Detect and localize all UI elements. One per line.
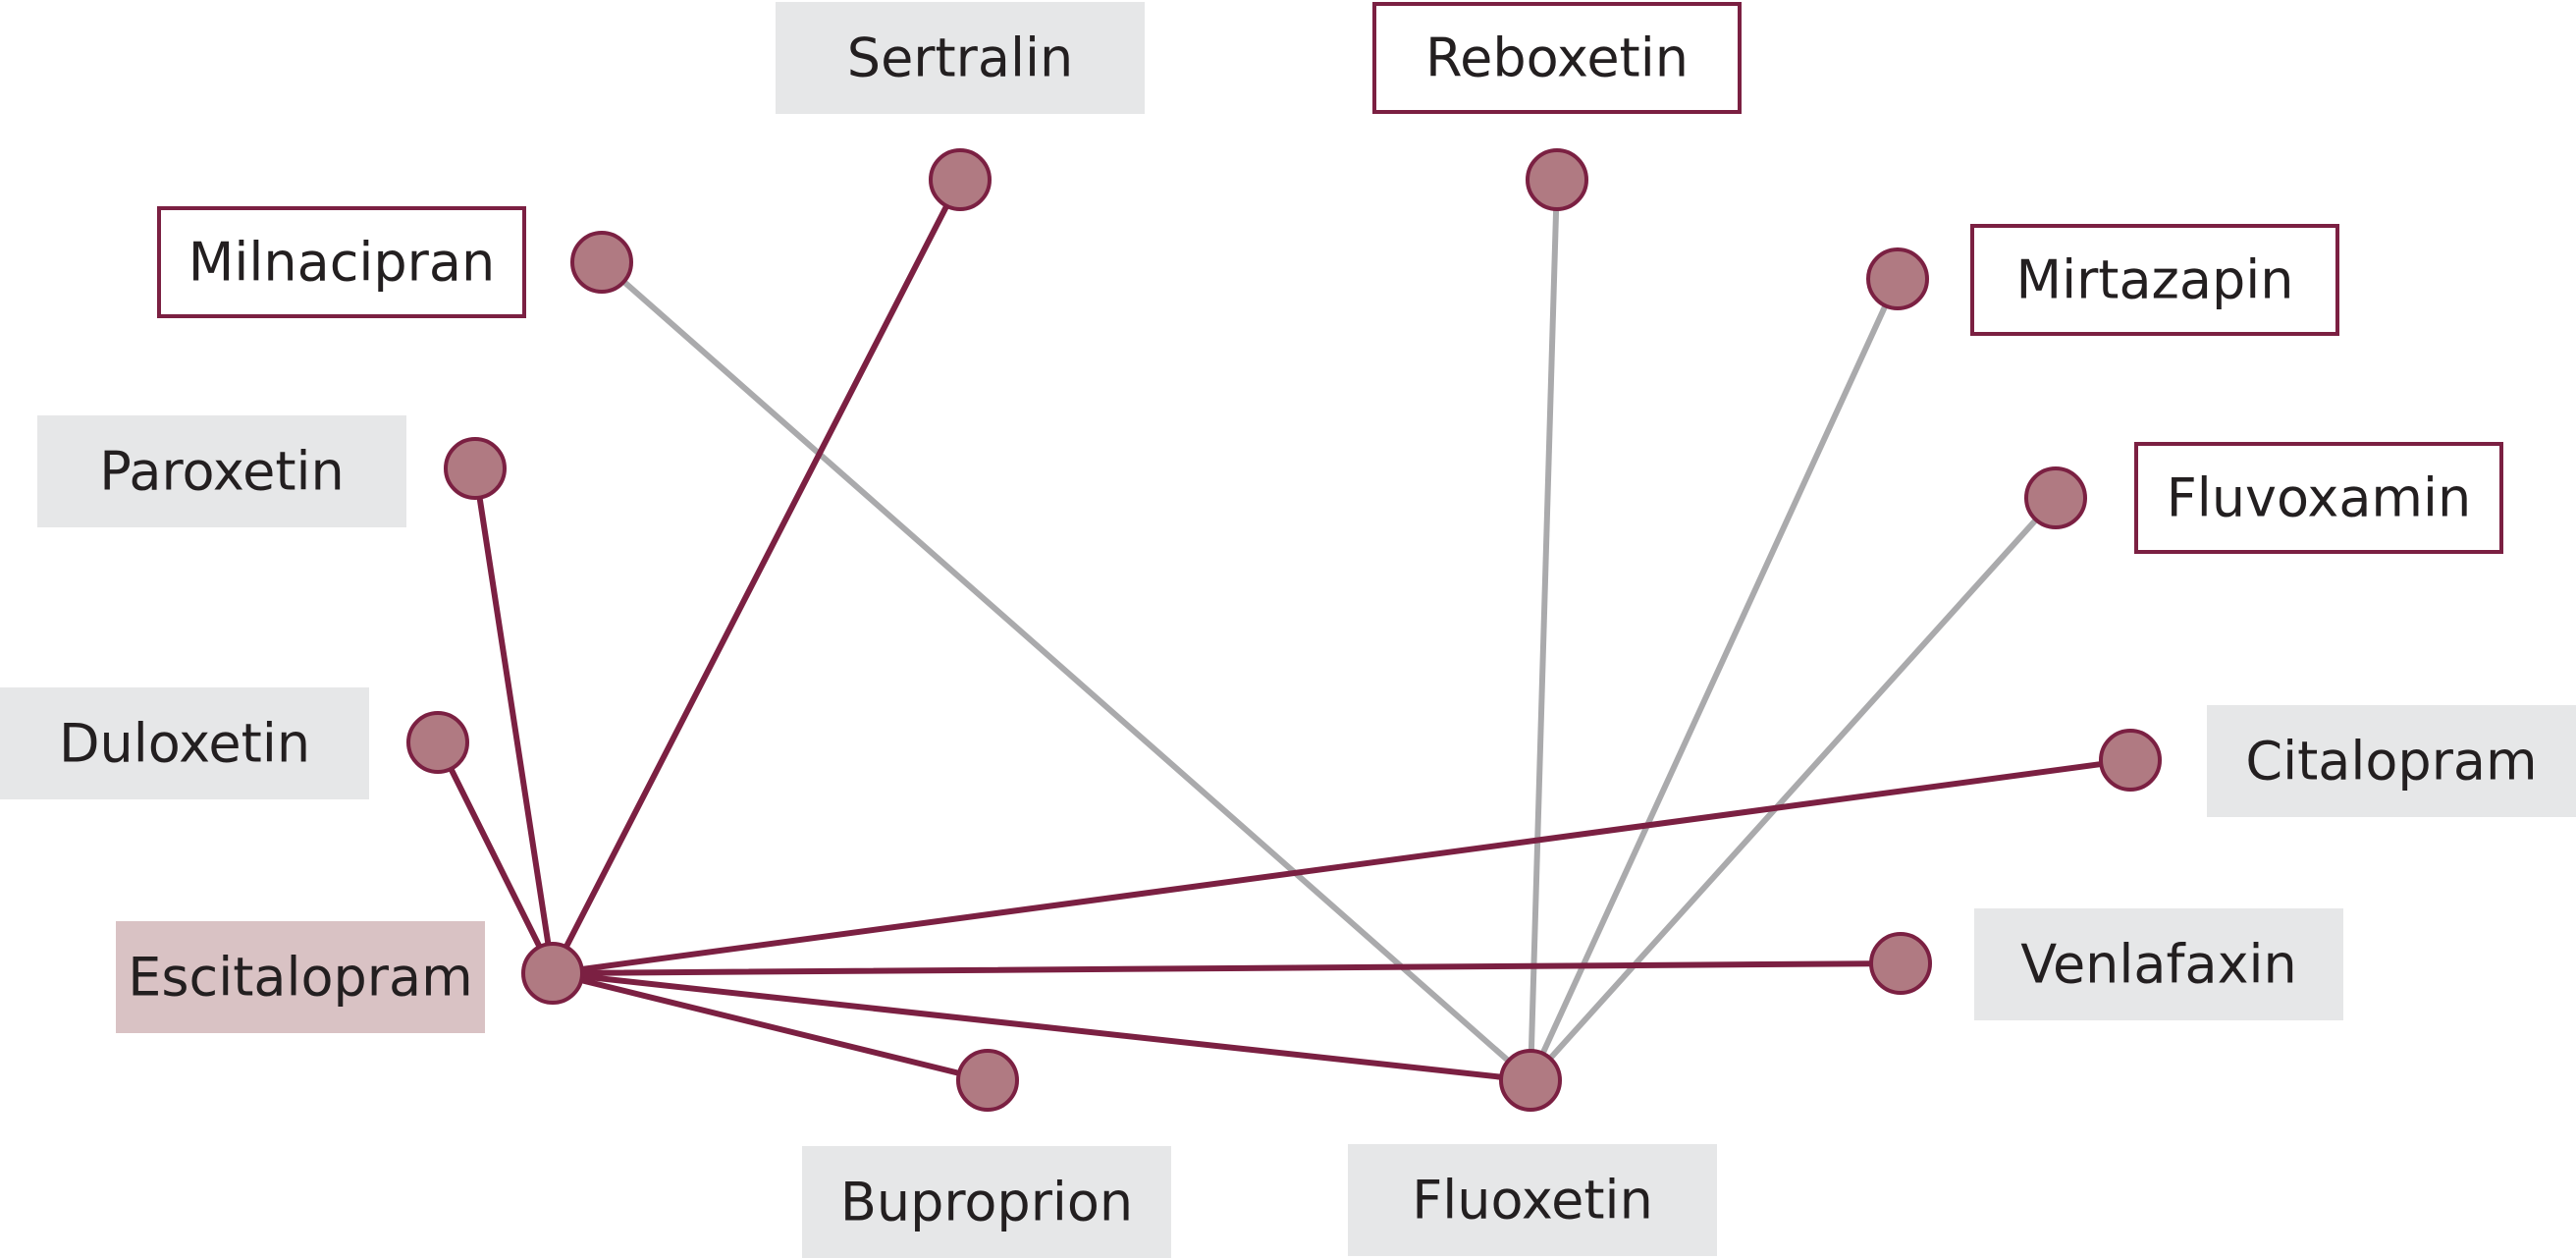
edges-layer: [435, 177, 2133, 1083]
label-text-paroxetin: Paroxetin: [99, 441, 345, 503]
edge-escitalopram-citalopram: [550, 757, 2133, 976]
label-box-venlafaxin: [1974, 908, 2343, 1020]
label-text-reboxetin: Reboxetin: [1425, 27, 1689, 89]
node-sertralin: [929, 148, 992, 211]
edge-escitalopram-duloxetin: [435, 739, 556, 976]
node-duloxetin: [406, 711, 469, 774]
node-paroxetin: [444, 437, 507, 500]
label-box-paroxetin: [37, 415, 406, 527]
label-box-milnacipran: [157, 206, 526, 318]
label-text-fluvoxamin: Fluvoxamin: [2167, 467, 2472, 529]
label-box-fluoxetin: [1348, 1144, 1717, 1256]
label-fluoxetin: Fluoxetin: [1348, 1144, 1717, 1256]
label-paroxetin: Paroxetin: [37, 415, 406, 527]
node-fluoxetin: [1499, 1049, 1562, 1112]
label-escitalopram: Escitalopram: [116, 921, 485, 1033]
label-text-fluoxetin: Fluoxetin: [1412, 1170, 1653, 1232]
node-escitalopram: [521, 942, 584, 1005]
edge-escitalopram-sertralin: [550, 177, 963, 976]
label-buproprion: Buproprion: [802, 1146, 1171, 1258]
label-box-escitalopram: [116, 921, 485, 1033]
label-text-venlafaxin: Venlafaxin: [2020, 934, 2297, 996]
label-reboxetin: Reboxetin: [1372, 2, 1742, 114]
label-box-duloxetin: [0, 687, 369, 799]
node-citalopram: [2099, 729, 2162, 792]
label-citalopram: Citalopram: [2207, 705, 2576, 817]
edge-milnacipran-fluoxetin: [599, 259, 1533, 1083]
nodes-layer: [406, 148, 2162, 1112]
label-sertralin: Sertralin: [776, 2, 1145, 114]
node-venlafaxin: [1869, 932, 1932, 995]
label-text-escitalopram: Escitalopram: [128, 947, 472, 1009]
edge-reboxetin-fluoxetin: [1528, 177, 1560, 1083]
edge-mirtazapin-fluoxetin: [1528, 276, 1901, 1083]
label-text-duloxetin: Duloxetin: [59, 713, 310, 775]
edge-escitalopram-venlafaxin: [550, 960, 1904, 976]
label-text-mirtazapin: Mirtazapin: [2016, 249, 2294, 311]
node-fluvoxamin: [2024, 466, 2087, 529]
label-box-mirtazapin: [1970, 224, 2339, 336]
label-milnacipran: Milnacipran: [157, 206, 526, 318]
edge-fluvoxamin-fluoxetin: [1528, 495, 2059, 1083]
node-milnacipran: [570, 231, 633, 294]
label-text-buproprion: Buproprion: [840, 1172, 1133, 1233]
label-fluvoxamin: Fluvoxamin: [2134, 442, 2503, 554]
label-box-buproprion: [802, 1146, 1171, 1258]
node-reboxetin: [1526, 148, 1588, 211]
label-box-sertralin: [776, 2, 1145, 114]
label-venlafaxin: Venlafaxin: [1974, 908, 2343, 1020]
label-box-reboxetin: [1372, 2, 1742, 114]
label-text-citalopram: Citalopram: [2245, 731, 2537, 793]
label-mirtazapin: Mirtazapin: [1970, 224, 2339, 336]
label-text-milnacipran: Milnacipran: [188, 232, 495, 294]
edge-escitalopram-paroxetin: [472, 465, 556, 976]
edge-escitalopram-buproprion: [550, 970, 991, 1083]
edge-escitalopram-fluoxetin: [550, 970, 1533, 1083]
label-box-fluvoxamin: [2134, 442, 2503, 554]
label-duloxetin: Duloxetin: [0, 687, 369, 799]
node-mirtazapin: [1866, 247, 1929, 310]
node-buproprion: [956, 1049, 1019, 1112]
label-text-sertralin: Sertralin: [847, 27, 1073, 89]
label-box-citalopram: [2207, 705, 2576, 817]
